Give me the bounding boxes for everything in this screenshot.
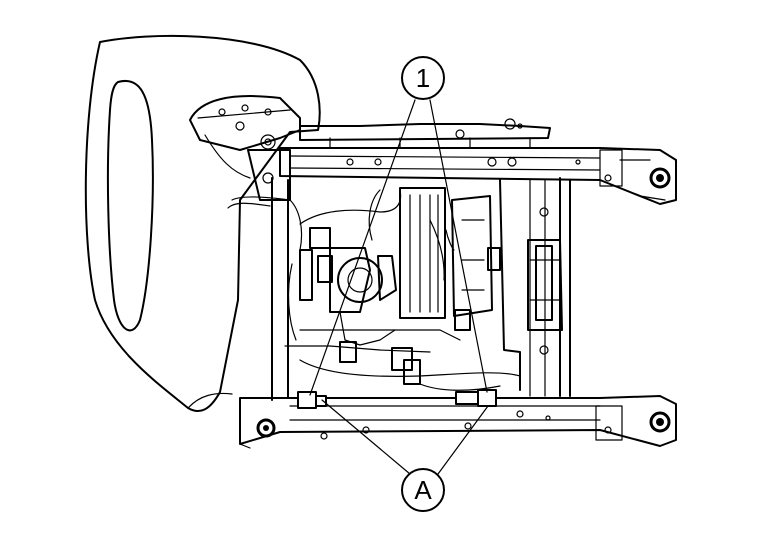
callout-a-label: A [414, 475, 432, 505]
callout-1: 1 [401, 56, 445, 100]
wire-harness [227, 179, 563, 397]
leader-lines [309, 99, 489, 475]
upper-rail [279, 118, 677, 205]
lower-rail [239, 395, 677, 449]
callout-a-circle [401, 468, 445, 512]
callout-1-label: 1 [416, 63, 430, 93]
connector-clips [297, 389, 497, 409]
seatback-cushion [84, 34, 321, 412]
center-mechanism [284, 187, 501, 385]
frame-side-members [271, 177, 571, 401]
callout-a: A [401, 468, 445, 512]
callout-1-circle [401, 56, 445, 100]
